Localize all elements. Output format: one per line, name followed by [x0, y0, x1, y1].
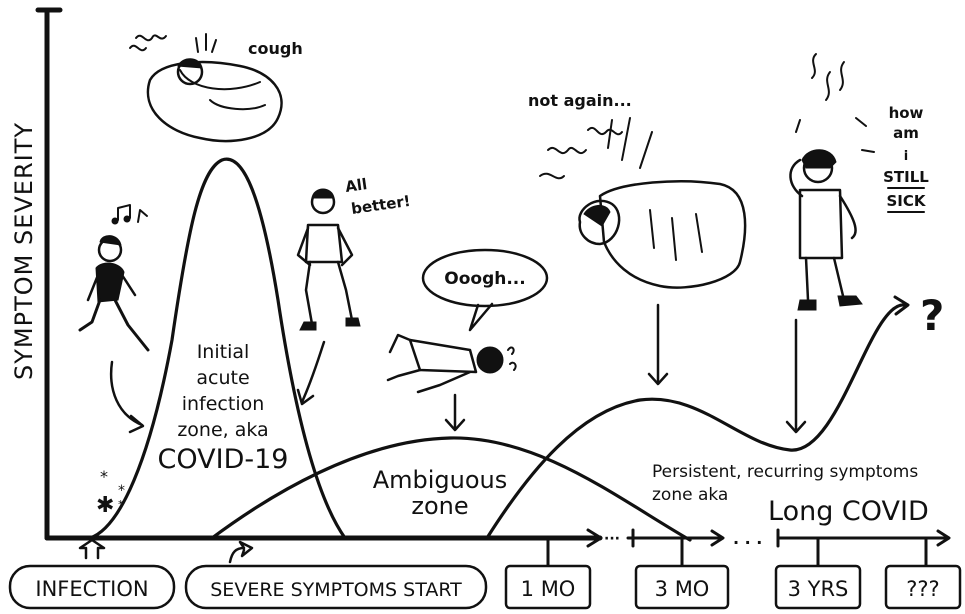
svg-text:zone aka: zone aka: [652, 485, 728, 505]
cough-text: cough: [248, 39, 303, 58]
question-mark: ?: [920, 291, 944, 340]
dots-2: · · ·: [733, 533, 762, 552]
svg-text:zone, aka: zone, aka: [177, 419, 268, 441]
not-again-text: not again...: [528, 91, 632, 110]
person-still-sick-icon: [790, 54, 874, 310]
svg-text:am: am: [893, 124, 919, 142]
dots-1: ···: [604, 531, 620, 547]
virus-particles-icon: * * ✱ *: [96, 467, 125, 518]
svg-text:SEVERE SYMPTOMS START: SEVERE SYMPTOMS START: [210, 579, 462, 601]
svg-text:COVID-19: COVID-19: [158, 444, 289, 475]
svg-text:Initial: Initial: [197, 341, 250, 363]
svg-text:how: how: [889, 104, 924, 122]
svg-text:Persistent, recurring symptoms: Persistent, recurring symptoms: [652, 462, 918, 482]
svg-text:Long COVID: Long COVID: [768, 496, 929, 527]
svg-text:*: *: [118, 498, 124, 511]
all-better-text-1: All: [344, 175, 368, 196]
how-am-i-still-sick-text: how am i STILL SICK: [883, 104, 929, 212]
svg-text:INFECTION: INFECTION: [35, 577, 148, 601]
svg-text:infection: infection: [182, 393, 265, 415]
svg-text:SICK: SICK: [886, 192, 926, 210]
person-collapsed-icon: [388, 335, 516, 392]
arrow-better-to-curve: [302, 342, 324, 402]
timeline-marker-3yrs: 3 YRS: [776, 538, 860, 608]
ooogh-speech-bubble: Ooogh...: [423, 250, 547, 330]
svg-text:acute: acute: [196, 367, 249, 389]
timeline-marker-infection: INFECTION: [10, 540, 174, 608]
svg-text:✱: ✱: [96, 493, 114, 518]
svg-text:Ooogh...: Ooogh...: [444, 269, 525, 289]
initial-zone-label: Initial acute infection zone, aka COVID-…: [158, 341, 289, 475]
svg-text:*: *: [118, 483, 125, 499]
y-axis-label: SYMPTOM SEVERITY: [10, 122, 38, 380]
timeline-marker-3mo: 3 MO: [636, 538, 728, 608]
svg-text:Ambiguous: Ambiguous: [373, 466, 508, 494]
svg-text:1 MO: 1 MO: [521, 577, 576, 601]
person-walking-music-icon: [80, 205, 148, 350]
svg-text:STILL: STILL: [883, 168, 929, 186]
svg-text:zone: zone: [411, 492, 468, 520]
svg-text:3 MO: 3 MO: [655, 577, 710, 601]
timeline-marker-unknown: ???: [886, 538, 960, 608]
svg-text:i: i: [904, 149, 908, 164]
svg-text:*: *: [100, 467, 108, 486]
timeline-marker-1mo: 1 MO: [506, 538, 590, 608]
all-better-text-2: better!: [350, 192, 412, 218]
arrow-walker-head: [130, 416, 143, 432]
svg-text:???: ???: [906, 577, 939, 601]
svg-text:3 YRS: 3 YRS: [788, 577, 849, 601]
arrow-walker-to-curve: [111, 362, 142, 425]
ambiguous-zone-label: Ambiguous zone: [373, 466, 508, 520]
persistent-zone-label: Persistent, recurring symptoms zone aka …: [652, 462, 929, 527]
person-in-bed-again-icon: [540, 118, 745, 288]
timeline-marker-severe: SEVERE SYMPTOMS START: [186, 542, 486, 608]
